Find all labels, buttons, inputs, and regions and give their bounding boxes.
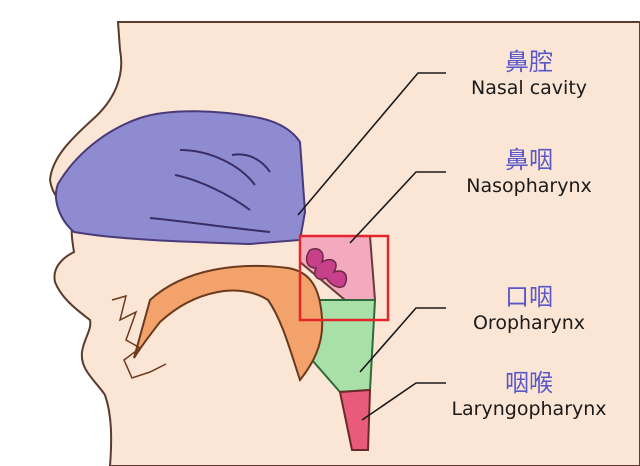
label-laryngopharynx-chinese: 咽喉 bbox=[505, 369, 553, 397]
label-nasopharynx-english: Nasopharynx bbox=[466, 175, 592, 197]
turbinate-hook bbox=[231, 153, 271, 173]
turbinate-middle bbox=[174, 174, 251, 211]
label-nasal-cavity: 鼻腔 Nasal cavity bbox=[429, 48, 629, 100]
leader-line-laryngopharynx bbox=[361, 382, 446, 421]
label-oropharynx: 口咽 Oropharynx bbox=[429, 283, 629, 335]
label-nasal-cavity-chinese: 鼻腔 bbox=[505, 48, 553, 76]
label-nasopharynx: 鼻咽 Nasopharynx bbox=[429, 146, 629, 198]
label-laryngopharynx: 咽喉 Laryngopharynx bbox=[429, 369, 629, 421]
label-nasal-cavity-english: Nasal cavity bbox=[470, 77, 588, 99]
nasal-cavity-region bbox=[55, 110, 307, 246]
turbinate-lower bbox=[149, 217, 271, 233]
adenoid-tissue bbox=[305, 248, 348, 289]
palate-tongue bbox=[133, 264, 324, 383]
label-oropharynx-english: Oropharynx bbox=[472, 312, 586, 334]
laryngopharynx-region bbox=[338, 388, 372, 451]
leader-line-nasal-cavity bbox=[297, 72, 446, 216]
label-nasopharynx-chinese: 鼻咽 bbox=[505, 146, 553, 174]
leader-line-oropharynx bbox=[359, 307, 446, 373]
label-oropharynx-chinese: 口咽 bbox=[505, 283, 553, 311]
nasopharynx-highlight-box bbox=[298, 234, 390, 322]
label-laryngopharynx-english: Laryngopharynx bbox=[451, 398, 607, 420]
leader-line-nasopharynx bbox=[349, 171, 446, 244]
oral-vessels bbox=[111, 294, 167, 379]
turbinate-upper bbox=[179, 149, 256, 186]
